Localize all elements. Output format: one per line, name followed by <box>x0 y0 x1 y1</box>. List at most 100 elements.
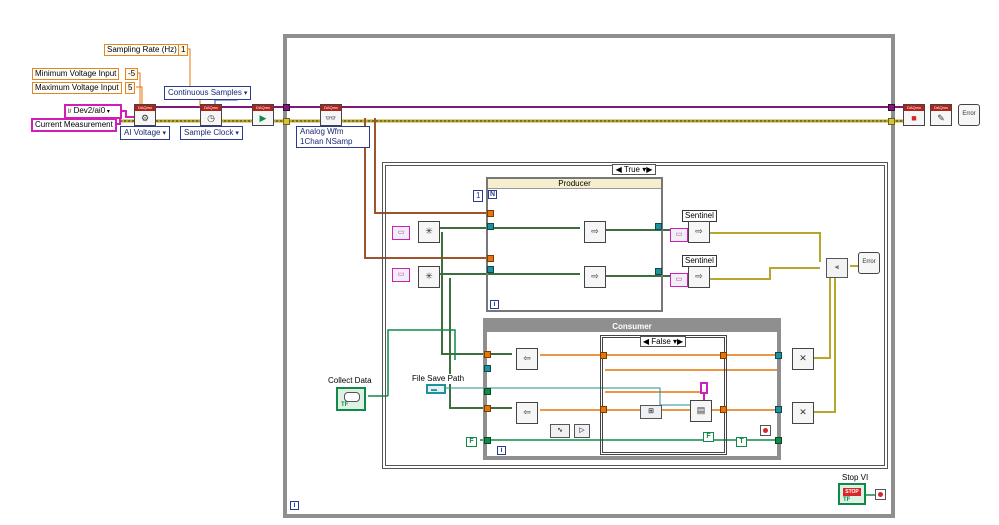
consumer-case-tunnel-1 <box>600 352 607 359</box>
consumer-false-const[interactable]: F <box>466 437 477 447</box>
daqmx-create-channel-vi[interactable]: DAQmx ⚙ <box>134 104 156 126</box>
outer-loop-stop-terminal[interactable] <box>875 489 886 500</box>
release-queue-vi-1[interactable]: ✕ <box>792 348 814 370</box>
daqmx-header: DAQmx <box>135 105 155 111</box>
consumer-loop-tunnel-bool <box>484 437 491 444</box>
daqmx-read-vi[interactable]: DAQmx 👓 <box>320 104 342 126</box>
producer-count-constant[interactable]: 1 <box>473 190 484 202</box>
read-selector-ring[interactable]: Analog Wfm 1Chan NSamp <box>296 126 370 148</box>
collect-data-label: Collect Data <box>326 376 374 386</box>
consumer-right-tunnel-2 <box>775 406 782 413</box>
inner-error-handler-vi[interactable]: Error <box>858 252 880 274</box>
daqmx-clear-task-vi[interactable]: DAQmx ✎ <box>930 104 952 126</box>
daq-const-icon: ▭ <box>397 271 405 278</box>
daqmx-header: DAQmx <box>904 105 924 111</box>
case-selector-true[interactable]: ◀ True ▾▶ <box>612 164 656 175</box>
error-handler-icon: Error <box>962 111 976 117</box>
daqmx-start-task-vi[interactable]: DAQmx ▶ <box>252 104 274 126</box>
sampling-rate-value[interactable]: 1 <box>178 44 189 56</box>
dequeue-vi-2[interactable]: ⇦ <box>516 402 538 424</box>
daqmx-stop-task-vi[interactable]: DAQmx ■ <box>903 104 925 126</box>
daqmx-timing-vi[interactable]: DAQmx ◷ <box>200 104 222 126</box>
consumer-tunnel-1 <box>484 351 491 358</box>
merge-errors-node[interactable]: ⫷ <box>826 258 848 278</box>
enqueue-icon: ⇨ <box>591 226 599 236</box>
daq-const-2[interactable]: ▭ <box>392 268 410 282</box>
read-glasses-icon: 👓 <box>325 113 337 123</box>
daqmx-header: DAQmx <box>321 105 341 111</box>
stop-vi-control[interactable]: STOP TF <box>838 483 866 505</box>
sample-clock-ring[interactable]: Sample Clock▾ <box>180 126 243 140</box>
queue-out-tunnel-2 <box>655 268 662 275</box>
sentinel-const-1[interactable]: ▭ <box>670 228 688 242</box>
sentinel-const-2[interactable]: ▭ <box>670 273 688 287</box>
toggle-switch-icon <box>344 392 360 402</box>
error-tunnel-out <box>888 118 895 125</box>
enqueue-vi-1[interactable]: ⇨ <box>584 221 606 243</box>
consumer-true-const[interactable]: T <box>736 437 747 447</box>
consumer-loop-tunnel-bool-right <box>775 437 782 444</box>
queue-tunnel-1 <box>487 223 494 230</box>
enqueue-icon: ⇨ <box>591 271 599 281</box>
error-handler-icon: Error <box>862 259 876 265</box>
release-queue-icon: ✕ <box>799 407 807 417</box>
consumer-tunnel-3 <box>484 365 491 372</box>
producer-title: Producer <box>558 179 591 188</box>
write-file-vi[interactable]: ▤ <box>690 400 712 422</box>
ai-voltage-ring[interactable]: AI Voltage▾ <box>120 126 170 140</box>
consumer-title: Consumer <box>612 322 652 331</box>
write-file-icon: ▤ <box>696 405 706 415</box>
producer-title-bar: Producer <box>488 179 661 189</box>
clock-icon: ◷ <box>207 113 215 123</box>
min-voltage-value[interactable]: -5 <box>125 68 139 80</box>
consumer-tunnel-4 <box>484 388 491 395</box>
eraser-icon: ✎ <box>937 113 945 123</box>
daqmx-header: DAQmx <box>931 105 951 111</box>
path-icon: ▬ <box>431 387 437 393</box>
build-array-node[interactable]: ⊞ <box>640 405 662 419</box>
sentinel-enqueue-vi-2[interactable]: ⇨ <box>688 266 710 288</box>
max-voltage-value[interactable]: 5 <box>125 82 136 94</box>
case-false-const[interactable]: F <box>703 432 714 442</box>
obtain-queue-vi-1[interactable]: ✳ <box>418 221 440 243</box>
producer-count-terminal: N <box>488 190 497 199</box>
stop-vi-label: Stop VI <box>840 473 871 483</box>
file-save-path-control[interactable]: ▬ <box>426 384 446 394</box>
consumer-stop-terminal[interactable] <box>760 425 771 436</box>
queue-out-tunnel-1 <box>655 223 662 230</box>
daq-const-1[interactable]: ▭ <box>392 226 410 240</box>
sentinel-const-icon: ▭ <box>675 231 683 238</box>
dequeue-icon: ⇦ <box>523 353 531 363</box>
continuous-samples-ring[interactable]: Continuous Samples▾ <box>164 86 252 100</box>
consumer-case-tunnel-4 <box>720 406 727 413</box>
consumer-case-tunnel-2 <box>600 406 607 413</box>
channel-constant[interactable]: I/ Dev2/ai0 ▾ <box>64 104 122 119</box>
queue-tunnel-2 <box>487 266 494 273</box>
data-tunnel-2 <box>487 255 494 262</box>
data-tunnel-1 <box>487 210 494 217</box>
queue-obtain-icon: ✳ <box>425 271 433 281</box>
consumer-right-tunnel-1 <box>775 352 782 359</box>
sentinel-enqueue-vi-1[interactable]: ⇨ <box>688 221 710 243</box>
stop-vi-tf: TF <box>843 497 851 503</box>
play-icon: ▶ <box>259 113 267 123</box>
enqueue-vi-2[interactable]: ⇨ <box>584 266 606 288</box>
task-tunnel-in <box>283 104 290 111</box>
stop-button-icon: STOP <box>843 488 861 496</box>
stop-square-icon: ■ <box>911 113 917 123</box>
file-save-path-label: File Save Path <box>410 374 467 384</box>
waveform-node[interactable]: ∿ <box>550 424 570 438</box>
dequeue-icon: ⇦ <box>523 407 531 417</box>
producer-iteration: i <box>490 300 499 309</box>
scale-node[interactable]: ▷ <box>574 424 590 438</box>
collect-data-tf: TF <box>341 402 349 408</box>
case-selector-false[interactable]: ◀ False ▾▶ <box>640 336 686 347</box>
dequeue-vi-1[interactable]: ⇦ <box>516 348 538 370</box>
sampling-rate-label: Sampling Rate (Hz) <box>104 44 180 56</box>
outer-loop-iteration: i <box>290 501 299 510</box>
obtain-queue-vi-2[interactable]: ✳ <box>418 266 440 288</box>
queue-wires <box>440 227 680 409</box>
error-handler-vi[interactable]: Error <box>958 104 980 126</box>
release-queue-vi-2[interactable]: ✕ <box>792 402 814 424</box>
collect-data-control[interactable]: TF <box>336 387 366 411</box>
